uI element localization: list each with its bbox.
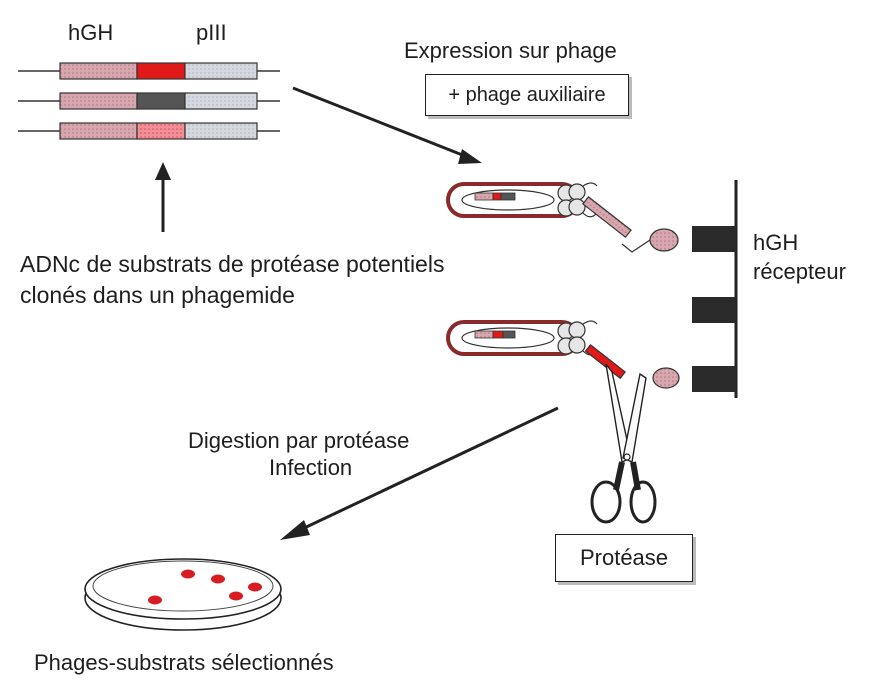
phage-top: [446, 182, 679, 253]
piii-segment: [184, 122, 258, 140]
colony: [248, 582, 262, 592]
linker-segment-light-red: [136, 122, 186, 140]
colony: [181, 569, 195, 579]
linker-segment-gray: [136, 92, 186, 110]
label-protease: Protéase: [579, 545, 669, 570]
up-arrow: [155, 162, 171, 232]
label-infection: Infection: [269, 455, 353, 480]
construct-row-3: [18, 122, 280, 140]
label-cdna-line2: clonés dans un phagemide: [20, 282, 295, 308]
arrow-to-phage: [292, 86, 482, 164]
label-digestion: Digestion par protéase: [188, 428, 410, 453]
hgh-receptor: [692, 180, 738, 398]
label-expression: Expression sur phage: [404, 38, 617, 63]
label-selected-phages: Phages-substrats sélectionnés: [34, 650, 334, 675]
colony: [148, 595, 162, 605]
label-cdna-line1: ADNc de substrats de protéase potentiels: [20, 251, 445, 277]
hgh-segment: [59, 122, 138, 140]
phage-bottom: [446, 320, 680, 389]
construct-row-2: [18, 92, 280, 110]
label-helper-phage: + phage auxiliaire: [448, 84, 606, 106]
label-hgh-receptor: hGH: [753, 230, 799, 255]
arrow-to-dish: [280, 406, 559, 540]
linker-segment-red: [136, 62, 186, 80]
hgh-segment: [59, 92, 138, 110]
piii-segment: [184, 92, 258, 110]
label-piii-gene: pIII: [196, 20, 227, 45]
box-protease: Protéase: [555, 534, 693, 582]
petri-dish: [84, 558, 282, 631]
colony: [211, 574, 225, 584]
box-helper-phage: + phage auxiliaire: [425, 74, 629, 116]
colony: [229, 591, 243, 601]
label-hgh-gene: hGH: [68, 20, 114, 45]
piii-segment: [184, 62, 258, 80]
construct-row-1: [18, 62, 280, 80]
label-receptor: récepteur: [753, 259, 846, 284]
scissors-icon: [590, 363, 657, 524]
hgh-segment: [59, 62, 138, 80]
